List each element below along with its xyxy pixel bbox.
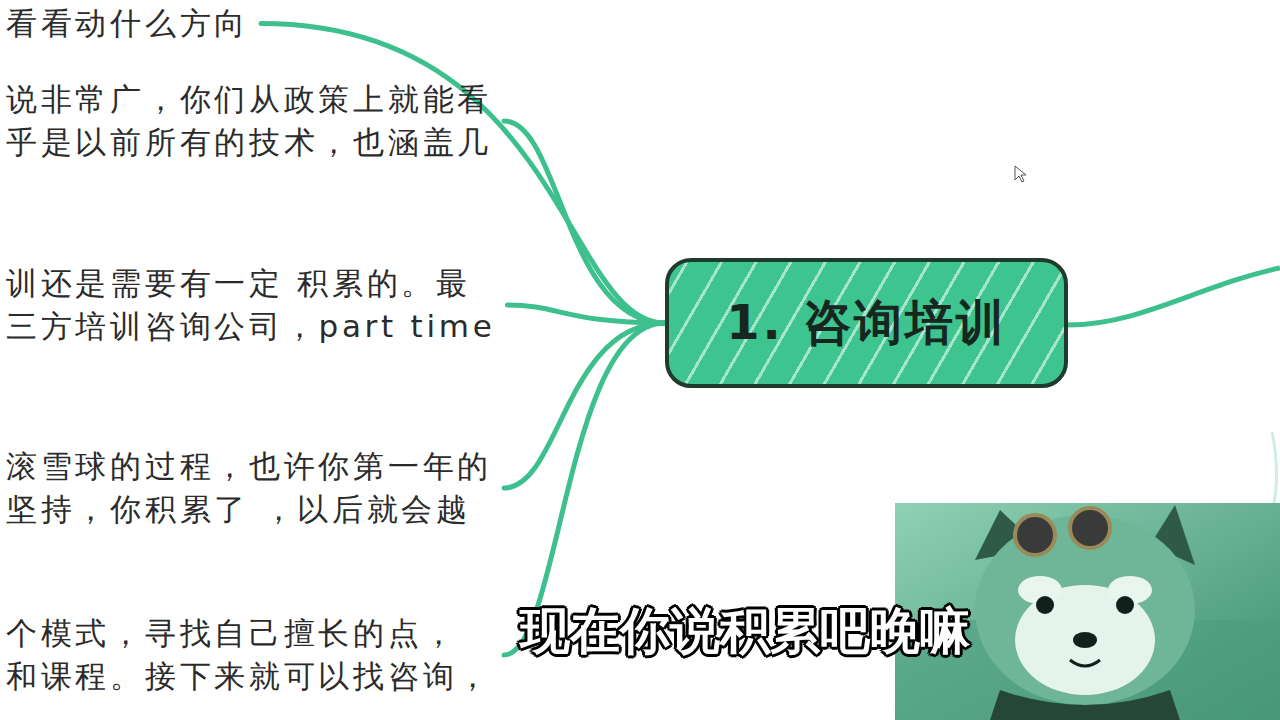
topic-text: 训还是需要有一定 积累的。最 三方培训咨询公司，part time <box>6 262 502 348</box>
topic-text: 个模式，寻找自己擅长的点， 和课程。接下来就可以找咨询， <box>6 612 502 698</box>
branch-topic: 个模式，寻找自己擅长的点， 和课程。接下来就可以找咨询， <box>6 612 502 698</box>
topic-text: 滚雪球的过程，也许你第一年的 坚持，你积累了 ，以后就会越 <box>6 445 502 531</box>
mouse-cursor <box>1015 166 1026 182</box>
branch-topic: 看看动什么方向 <box>6 2 502 45</box>
topic-title: 1. 咨询培训 <box>726 291 1007 355</box>
branch-line <box>1272 432 1277 512</box>
topic-text: 看看动什么方向 <box>6 2 502 45</box>
branch-line <box>1068 268 1280 325</box>
branch-topic: 训还是需要有一定 积累的。最 三方培训咨询公司，part time <box>6 262 502 348</box>
video-subtitle: 现在你说积累吧晚嘛 <box>520 598 970 665</box>
topic-text: 说非常广，你们从政策上就能看 乎是以前所有的技术，也涵盖几 <box>6 78 502 164</box>
branch-topic: 说非常广，你们从政策上就能看 乎是以前所有的技术，也涵盖几 <box>6 78 502 164</box>
central-topic: 1. 咨询培训 <box>665 258 1068 388</box>
branch-connector <box>507 305 665 323</box>
branch-connector <box>504 121 665 323</box>
branch-connector <box>504 323 665 488</box>
branch-topic: 滚雪球的过程，也许你第一年的 坚持，你积累了 ，以后就会越 <box>6 445 502 531</box>
